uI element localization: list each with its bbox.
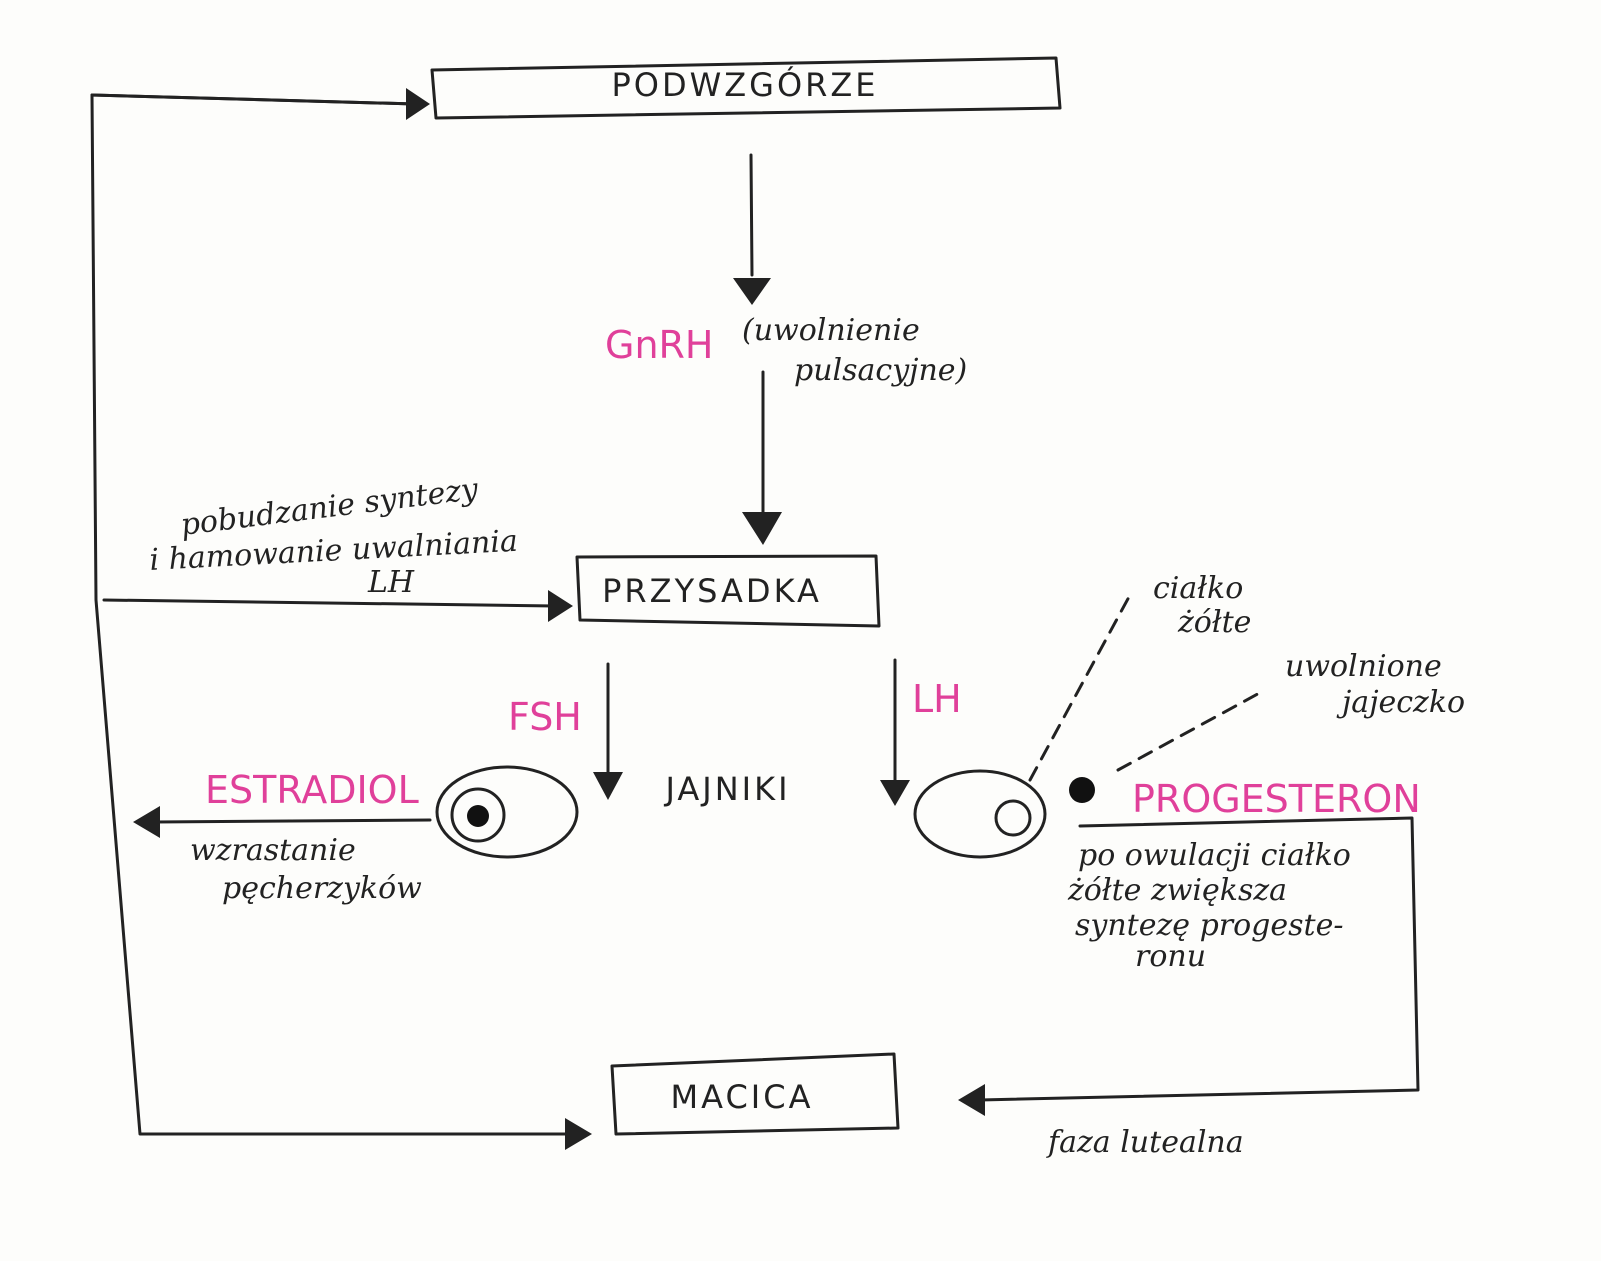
ovulation-note-line4: ronu xyxy=(1135,939,1206,974)
arrow-head xyxy=(593,772,623,800)
hypothalamus-box: PODWZGÓRZE xyxy=(430,56,1062,120)
arrow-head xyxy=(733,278,771,305)
ovulation-note-line3: syntezę progeste- xyxy=(1075,908,1343,943)
arrow-head xyxy=(880,780,910,806)
feedback-loop-line xyxy=(90,93,584,1136)
progesterone-bracket xyxy=(978,816,1420,1102)
estradiol-label: ESTRADIOL xyxy=(205,768,419,812)
feedback-to-pituitary-arrow xyxy=(102,598,557,608)
right-ovary xyxy=(913,769,1047,859)
hypothalamus-to-gnrh-arrow xyxy=(749,153,754,277)
released-egg xyxy=(1069,777,1095,803)
arrow-head xyxy=(742,512,782,545)
follicle-note-line2: pęcherzyków xyxy=(222,871,422,906)
arrow-head xyxy=(548,590,573,622)
feedback-to-hypothalamus-arrow xyxy=(90,93,417,106)
estradiol-arrow xyxy=(153,818,432,824)
corpus-note-line2: żółte xyxy=(1177,605,1251,640)
arrow-head xyxy=(133,806,160,838)
pituitary-label: PRZYSADKA xyxy=(602,572,822,610)
luteal-phase-label: faza lutealna xyxy=(1046,1125,1244,1160)
feedback-note-line3: LH xyxy=(367,565,415,600)
gnrh-label: GnRH xyxy=(605,323,714,367)
corpus-note-line1: ciałko xyxy=(1153,571,1243,606)
lh-label: LH xyxy=(912,677,962,721)
egg-note-line2: jajeczko xyxy=(1336,685,1465,720)
follicle-note-line1: wzrastanie xyxy=(190,833,356,868)
egg-pointer xyxy=(1116,688,1267,772)
ovulation-note-line2: żółte zwiększa xyxy=(1067,873,1287,908)
ovulation-note-line1: po owulacji ciałko xyxy=(1078,838,1351,873)
arrow-head xyxy=(565,1118,592,1150)
arrow-head xyxy=(958,1084,985,1116)
uterus-box: MACICA xyxy=(610,1052,900,1136)
gnrh-note-line2: pulsacyjne) xyxy=(794,353,967,388)
hypothalamus-label: PODWZGÓRZE xyxy=(611,65,878,104)
ovaries-label: JAJNIKI xyxy=(664,770,791,808)
progesterone-label: PROGESTERON xyxy=(1132,777,1421,821)
uterus-label: MACICA xyxy=(671,1078,814,1116)
egg-note-line1: uwolnione xyxy=(1285,649,1442,684)
corpus-pointer xyxy=(1028,593,1132,782)
gnrh-note-line1: (uwolnienie xyxy=(742,313,920,348)
fsh-label: FSH xyxy=(508,695,582,739)
arrow-head xyxy=(406,88,430,120)
left-ovary xyxy=(435,765,579,859)
pituitary-box: PRZYSADKA xyxy=(575,554,881,628)
